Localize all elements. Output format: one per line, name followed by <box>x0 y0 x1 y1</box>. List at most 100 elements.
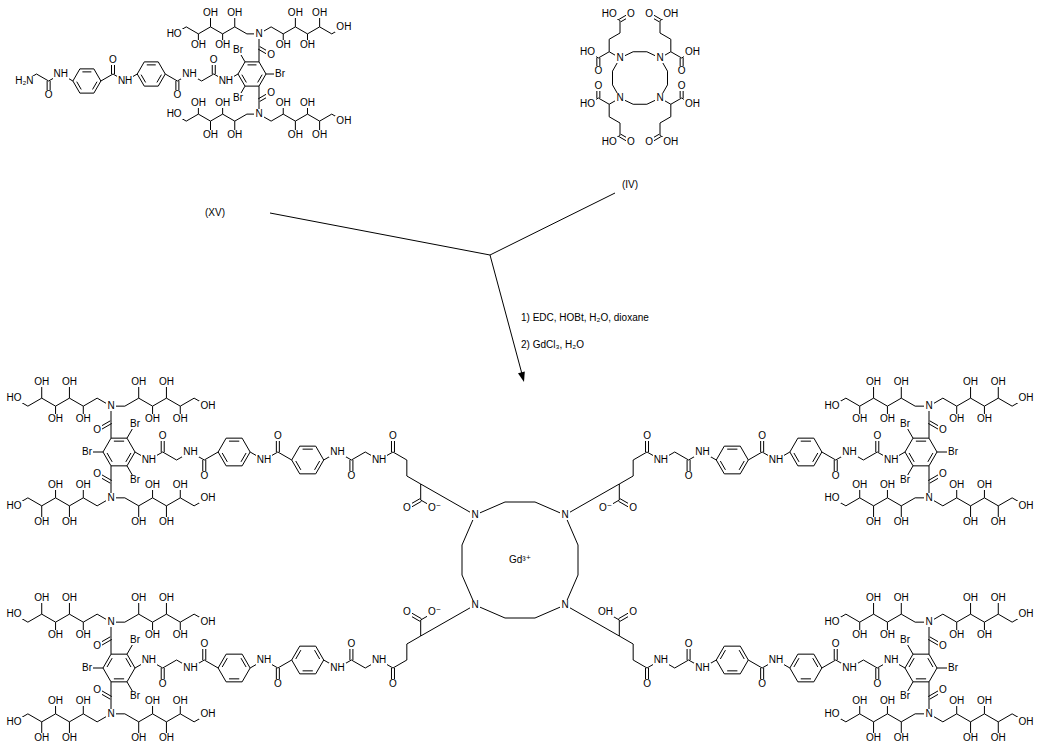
atom-label: OH <box>311 130 328 140</box>
atom-label: OH <box>226 8 243 18</box>
bond <box>633 51 647 52</box>
atom-label: H₂N <box>14 76 34 86</box>
bond <box>913 681 929 682</box>
atom-label: O <box>266 88 276 98</box>
bond <box>578 545 579 575</box>
bond <box>794 453 799 462</box>
bond <box>720 650 725 659</box>
bond <box>153 714 167 722</box>
bond <box>874 614 888 622</box>
bond <box>73 81 80 93</box>
bond <box>278 660 292 668</box>
atom-label: OH <box>879 630 896 640</box>
bond <box>73 69 80 81</box>
bond <box>620 21 621 34</box>
atom-label: OH <box>202 130 219 140</box>
atom-label: OH <box>47 696 64 706</box>
atom-label: O <box>938 641 948 651</box>
atom-label: NH <box>694 663 710 673</box>
bond <box>619 620 620 636</box>
bond <box>180 714 194 722</box>
atom-label: OH <box>893 377 910 387</box>
bond <box>505 502 535 503</box>
atom-label: Br <box>947 447 959 457</box>
atom-label: OH <box>47 414 64 424</box>
atom-label: NH <box>768 455 784 465</box>
atom-label: OH <box>879 696 896 706</box>
bond <box>984 498 998 506</box>
bond <box>998 498 1012 506</box>
bond <box>111 681 127 682</box>
atom-label: O <box>347 471 357 481</box>
bond <box>141 75 145 83</box>
bond <box>874 498 888 506</box>
bond <box>633 452 647 460</box>
bond <box>874 714 888 722</box>
atom-label: OH <box>287 8 304 18</box>
atom-label: O <box>158 431 168 441</box>
bond <box>901 498 915 506</box>
bond <box>248 64 257 65</box>
atom-label: N <box>924 401 933 411</box>
atom-label: HO <box>601 9 618 19</box>
atom-label: OH <box>47 630 64 640</box>
atom-label: OH <box>851 414 868 424</box>
atom-label: O <box>626 9 636 19</box>
bond <box>901 614 915 622</box>
atom-label: OH <box>75 414 92 424</box>
bond <box>984 614 998 622</box>
bond <box>351 660 365 668</box>
bond <box>69 398 83 406</box>
bond <box>619 484 620 500</box>
atom-label: HO <box>601 137 618 147</box>
atom-label: NH <box>883 455 899 465</box>
bond <box>671 98 682 104</box>
bond <box>211 27 223 34</box>
bond <box>42 498 56 506</box>
bond <box>245 86 259 87</box>
atom-label: N <box>924 617 933 627</box>
bond <box>740 446 748 460</box>
bond <box>724 673 740 674</box>
bond <box>320 27 332 34</box>
bond <box>846 498 860 506</box>
atom-label: OH <box>299 40 316 50</box>
bond <box>633 460 634 476</box>
bond <box>153 398 167 406</box>
atom-label: O <box>347 639 357 649</box>
bond <box>619 476 633 484</box>
atom-label: NH <box>883 655 899 665</box>
bond <box>226 654 242 655</box>
atom-label: OH <box>962 733 979 743</box>
bond <box>258 75 262 83</box>
atom-label: O <box>642 679 652 689</box>
bond <box>103 654 111 668</box>
atom-label: NH <box>117 76 133 86</box>
atom-label: NH <box>371 655 387 665</box>
atom-label: NH <box>141 455 157 465</box>
atom-label: N <box>924 493 933 503</box>
atom-label: OH <box>990 517 1007 527</box>
atom-label: OH <box>61 517 78 527</box>
atom-label: OH <box>144 696 161 706</box>
bond <box>984 398 998 406</box>
bond <box>798 681 814 682</box>
atom-label: N <box>254 109 263 119</box>
bond <box>716 646 724 660</box>
atom-label: O <box>92 425 102 435</box>
atom-label: OH <box>199 617 216 627</box>
atom-label: OH <box>893 733 910 743</box>
atom-label: OH <box>311 8 328 18</box>
atom-label: OH <box>158 593 175 603</box>
atom-label: Br <box>232 45 244 55</box>
atom-label: OH <box>1017 717 1034 727</box>
atom-label: Br <box>129 635 141 645</box>
atom-label: OH <box>75 696 92 706</box>
bond <box>292 660 300 674</box>
bond <box>971 398 985 406</box>
bond <box>929 654 937 668</box>
atom-label: HO <box>824 493 841 503</box>
bond <box>202 74 214 81</box>
bond <box>901 398 915 406</box>
bond <box>316 646 324 660</box>
